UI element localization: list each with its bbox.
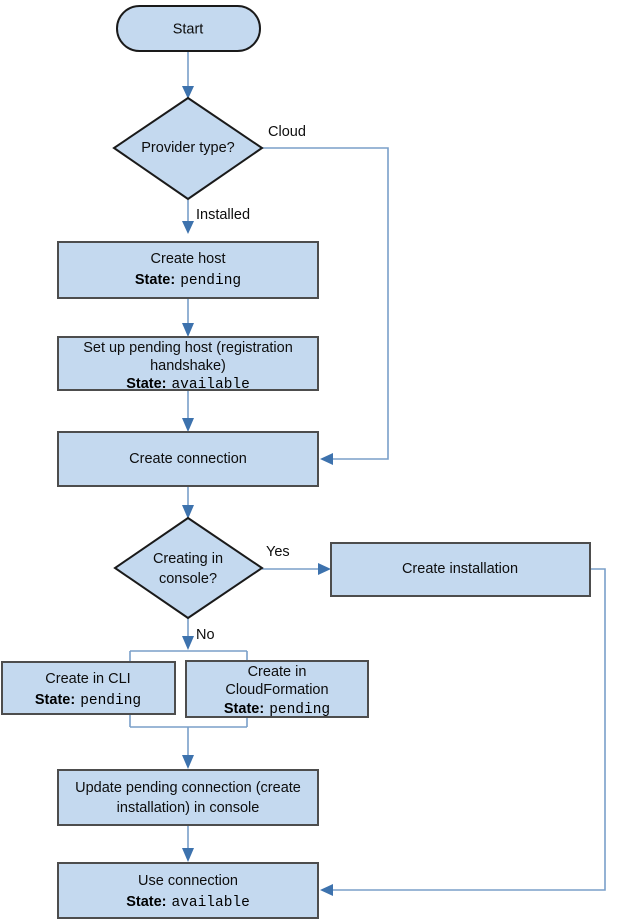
node-setup-pending-host[interactable]: Set up pending host (registration handsh… <box>57 336 319 393</box>
node-create-host[interactable]: Create host State: pending <box>57 241 319 299</box>
edge-create-connection-to-console-decision <box>182 486 194 519</box>
node-use-connection[interactable]: Use connection State: available <box>57 862 319 919</box>
state-value: pending <box>80 693 141 709</box>
state-key: State: <box>35 692 75 708</box>
edge-provider-type-installed <box>182 200 194 234</box>
node-create-in-cli-line1: Create in CLI <box>45 671 130 687</box>
node-use-connection-line1: Use connection <box>138 873 238 889</box>
node-create-in-cloudformation-line1: Create in <box>248 664 307 680</box>
node-start-label: Start <box>173 21 204 37</box>
edge-label-installed: Installed <box>196 207 250 223</box>
edge-create-installation-to-use-connection <box>320 568 606 896</box>
node-create-in-cloudformation-line2: CloudFormation <box>225 682 328 698</box>
node-create-in-cli-state: State: pending <box>35 692 141 709</box>
edge-label-cloud: Cloud <box>268 124 306 140</box>
edge-label-yes: Yes <box>266 544 290 560</box>
node-create-host-line1: Create host <box>151 251 226 267</box>
edge-setup-to-create-connection <box>182 390 194 432</box>
node-setup-pending-host-line1: Set up pending host (registration <box>83 340 293 356</box>
node-setup-pending-host-line2: handshake) <box>150 358 226 374</box>
edge-provider-type-cloud <box>262 147 389 465</box>
node-create-installation[interactable]: Create installation <box>330 542 591 597</box>
state-key: State: <box>224 701 264 717</box>
node-provider-type-label: Provider type? <box>141 140 235 156</box>
edge-update-to-use-connection <box>182 825 194 862</box>
state-value: available <box>171 377 249 393</box>
state-key: State: <box>135 272 175 288</box>
state-key: State: <box>126 376 166 392</box>
node-create-installation-label: Create installation <box>402 561 518 577</box>
node-update-pending-connection-line1: Update pending connection (create <box>75 780 301 796</box>
edge-start-to-provider-type <box>182 51 194 99</box>
state-key: State: <box>126 894 166 910</box>
state-value: pending <box>269 702 330 718</box>
state-value: available <box>171 895 249 911</box>
node-update-pending-connection-line2: installation) in console <box>117 800 260 816</box>
node-create-connection-label: Create connection <box>129 451 247 467</box>
edge-create-branches-to-update <box>129 714 248 769</box>
node-provider-type[interactable]: Provider type? <box>112 96 264 201</box>
node-start[interactable]: Start <box>116 5 261 52</box>
node-creating-in-console[interactable]: Creating in console? <box>113 516 264 620</box>
node-create-in-cli[interactable]: Create in CLI State: pending <box>1 661 176 715</box>
node-update-pending-connection[interactable]: Update pending connection (create instal… <box>57 769 319 826</box>
node-create-connection[interactable]: Create connection <box>57 431 319 487</box>
edge-console-decision-yes <box>262 563 331 575</box>
edge-label-no: No <box>196 627 215 643</box>
edge-console-decision-no <box>129 617 248 663</box>
state-value: pending <box>180 273 241 289</box>
node-create-host-state: State: pending <box>135 272 241 289</box>
node-create-in-cloudformation[interactable]: Create in CloudFormation State: pending <box>185 660 369 718</box>
edge-create-host-to-setup <box>182 298 194 337</box>
node-create-in-cloudformation-state: State: pending <box>224 701 330 718</box>
node-use-connection-state: State: available <box>126 894 250 911</box>
node-setup-pending-host-state: State: available <box>126 376 250 393</box>
node-creating-in-console-line2: console? <box>159 571 217 587</box>
node-creating-in-console-line1: Creating in <box>153 551 223 567</box>
